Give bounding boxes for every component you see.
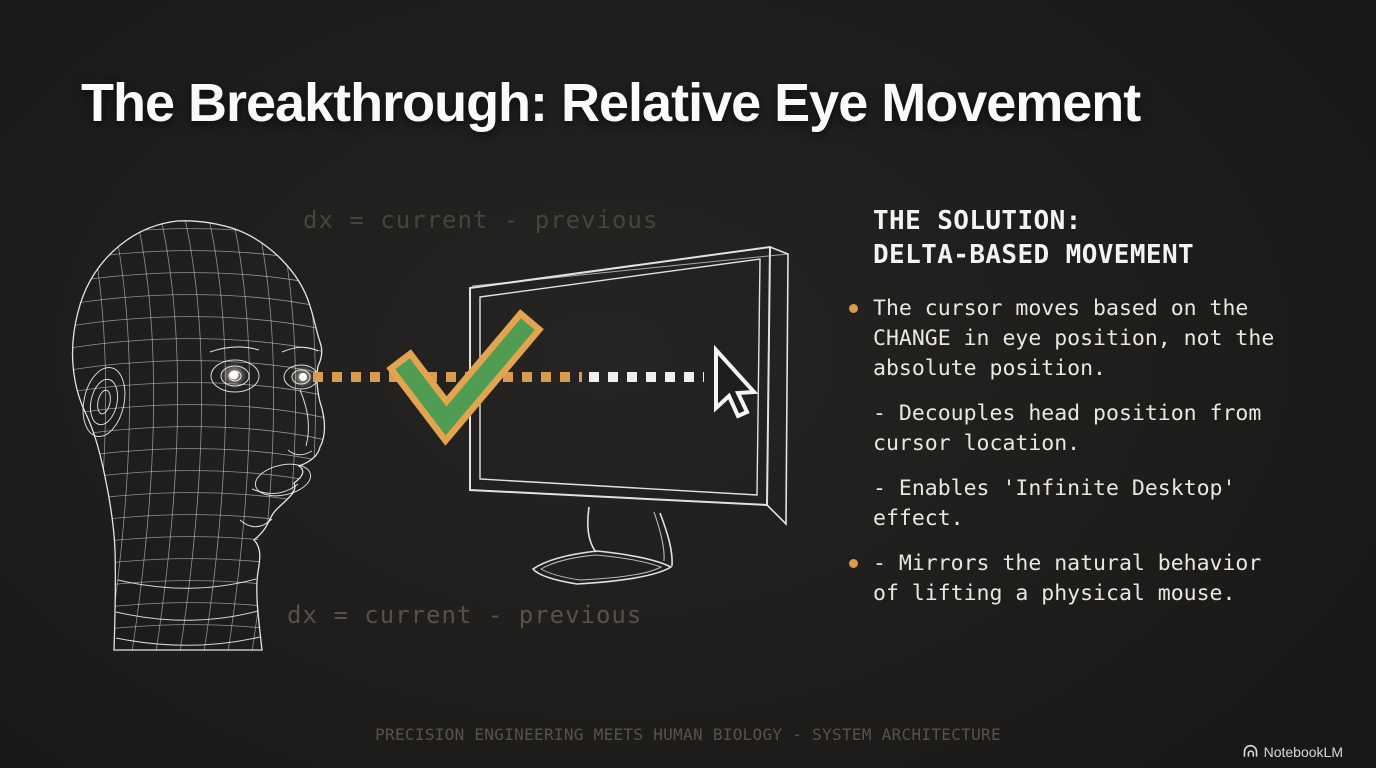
solution-panel: THE SOLUTION: DELTA-BASED MOVEMENT The c…	[848, 204, 1300, 624]
notebooklm-branding: NotebookLM	[1242, 743, 1343, 760]
solution-heading: THE SOLUTION: DELTA-BASED MOVEMENT	[873, 204, 1300, 272]
cursor-arrow-icon	[714, 344, 759, 419]
solution-heading-line1: THE SOLUTION:	[873, 206, 1082, 236]
bullet-text: - Enables 'Infinite Desktop' effect.	[873, 476, 1236, 531]
formula-label-bottom: dx = current - previous	[287, 601, 643, 629]
bullet-text: The cursor moves based on the CHANGE in …	[873, 296, 1275, 381]
eye-glow-icon	[225, 366, 311, 385]
bullet-item-mirrors: - Mirrors the natural behavior of liftin…	[848, 549, 1300, 609]
wireframe-head	[71, 220, 326, 651]
head-silhouette	[71, 220, 326, 651]
bullet-text: - Decouples head position from cursor lo…	[873, 401, 1262, 456]
slide-title: The Breakthrough: Relative Eye Movement	[81, 73, 1141, 133]
notebooklm-logo-icon	[1243, 744, 1257, 757]
bullet-text: - Mirrors the natural behavior of liftin…	[873, 551, 1262, 606]
checkmark-icon	[386, 309, 544, 446]
bullet-spacer	[848, 399, 873, 459]
bullet-dot-icon	[848, 549, 873, 609]
bullet-spacer	[848, 474, 873, 534]
footer-tagline: PRECISION ENGINEERING MEETS HUMAN BIOLOG…	[375, 725, 1001, 744]
bullet-item-decouples: - Decouples head position from cursor lo…	[848, 399, 1300, 459]
bullet-item-infinite-desktop: - Enables 'Infinite Desktop' effect.	[848, 474, 1300, 534]
solution-heading-line2: DELTA-BASED MOVEMENT	[873, 240, 1195, 270]
bullet-dot-icon	[848, 294, 873, 384]
bullet-item-change: The cursor moves based on the CHANGE in …	[848, 294, 1300, 384]
monitor-icon	[469, 245, 789, 585]
formula-label-top: dx = current - previous	[303, 206, 659, 234]
notebooklm-logo-text: NotebookLM	[1263, 743, 1343, 760]
